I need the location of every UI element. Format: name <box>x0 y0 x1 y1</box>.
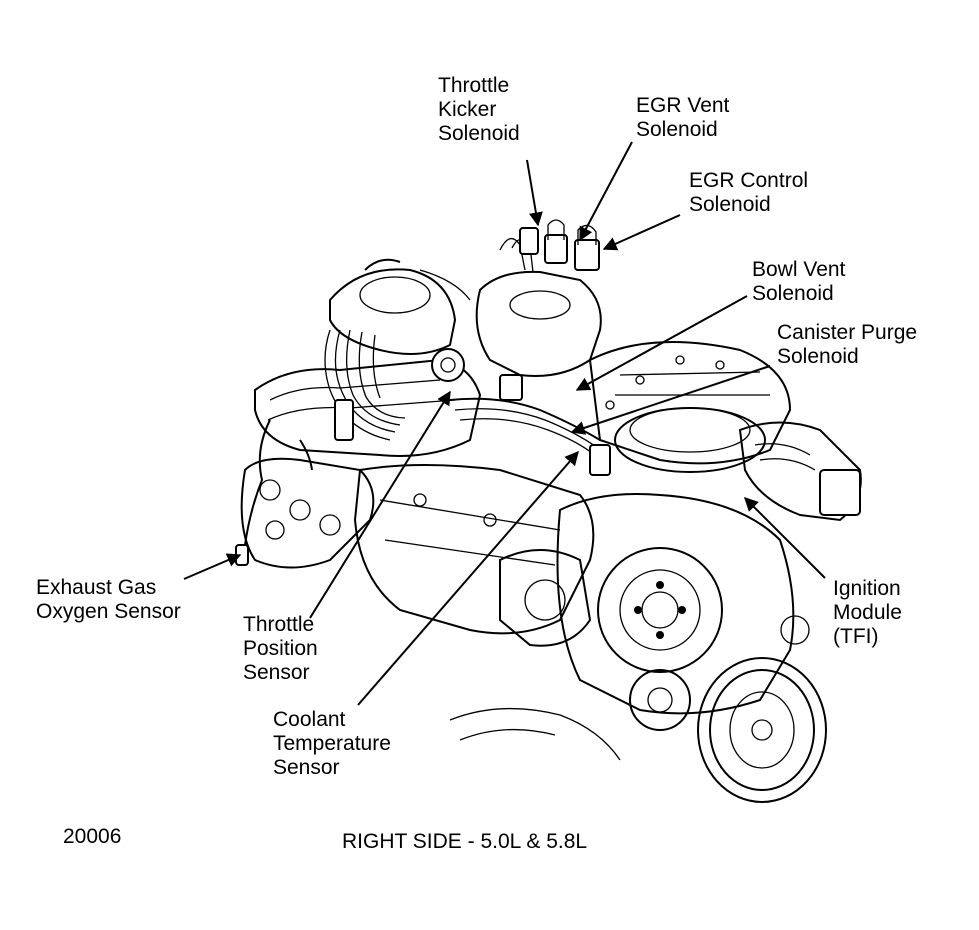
label-throttle-position-sensor: Throttle Position Sensor <box>243 613 318 685</box>
label-line: Throttle <box>243 613 315 636</box>
label-line: EGR Control <box>689 169 809 192</box>
label-egr-control-solenoid: EGR Control Solenoid <box>689 169 808 217</box>
label-line: Temperature <box>273 732 391 755</box>
label-bowl-vent-solenoid: Bowl Vent Solenoid <box>752 258 845 306</box>
engine-illustration <box>235 219 862 803</box>
label-line: EGR Vent <box>636 94 730 117</box>
label-exhaust-gas-oxygen-sensor: Exhaust Gas Oxygen Sensor <box>36 576 181 624</box>
label-line: (TFI) <box>833 625 879 648</box>
label-line: Solenoid <box>777 345 859 368</box>
label-line: Solenoid <box>752 282 834 305</box>
label-throttle-kicker-solenoid: Throttle Kicker Solenoid <box>438 74 520 146</box>
label-line: Exhaust Gas <box>36 576 157 599</box>
label-line: Sensor <box>273 756 340 779</box>
figure-caption: RIGHT SIDE - 5.0L & 5.8L <box>342 830 588 853</box>
label-line: Canister Purge <box>777 321 918 344</box>
label-egr-vent-solenoid: EGR Vent Solenoid <box>636 94 729 142</box>
label-ignition-module-tfi: Ignition Module (TFI) <box>833 577 902 649</box>
label-line: Oxygen Sensor <box>36 600 181 623</box>
label-line: Coolant <box>273 708 346 731</box>
label-line: Solenoid <box>438 122 520 145</box>
label-line: Solenoid <box>636 118 718 141</box>
label-line: Sensor <box>243 661 310 684</box>
label-line: Position <box>243 637 318 660</box>
leader-lines <box>183 141 826 706</box>
label-line: Ignition <box>833 577 901 600</box>
label-line: Bowl Vent <box>752 258 846 281</box>
label-canister-purge-solenoid: Canister Purge Solenoid <box>777 321 917 369</box>
label-line: Solenoid <box>689 193 771 216</box>
label-line: Throttle <box>438 74 510 97</box>
figure-number: 20006 <box>63 825 122 848</box>
label-line: Module <box>833 601 902 624</box>
label-line: Kicker <box>438 98 497 121</box>
label-coolant-temperature-sensor: Coolant Temperature Sensor <box>273 708 391 780</box>
